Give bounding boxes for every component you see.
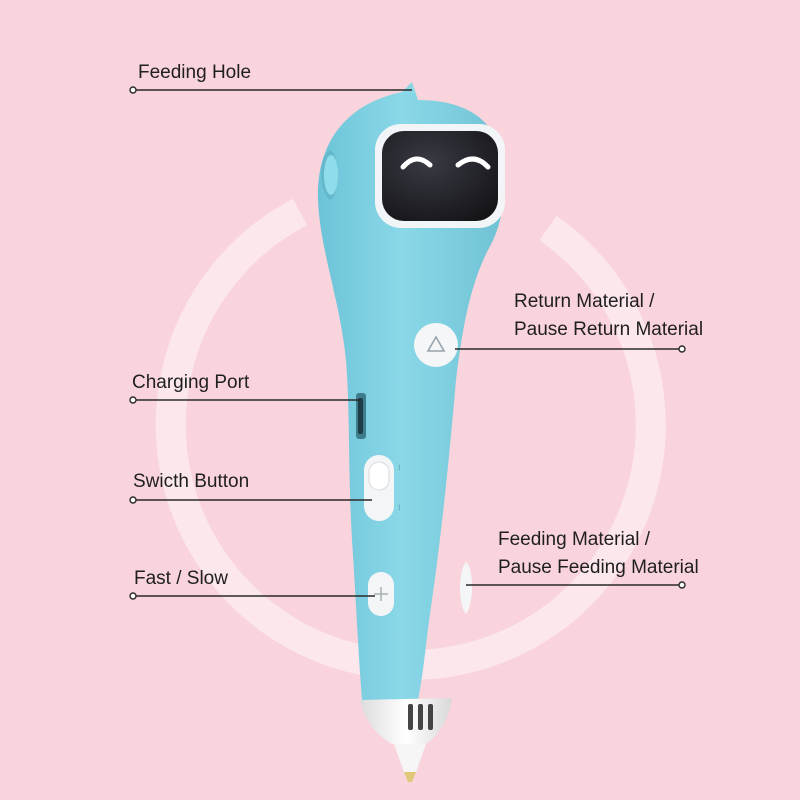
leader-return-material (455, 345, 686, 353)
charging-port-label: Charging Port (132, 372, 250, 393)
leader-switch-button (129, 496, 372, 504)
charging-port (356, 393, 366, 439)
feeding-hole-label: Feeding Hole (138, 62, 252, 83)
fast-slow-label: Fast / Slow (134, 568, 228, 589)
leader-charging-port (129, 396, 360, 404)
return-material-label-line1: Return Material / (514, 291, 655, 312)
pen-tip (360, 698, 452, 782)
fast-slow-button (368, 572, 394, 616)
return-material-button (414, 323, 458, 367)
feeding-material-label-line1: Feeding Material / (498, 529, 651, 550)
feeding-material-label-line2: Pause Feeding Material (498, 557, 699, 578)
svg-text:⁞: ⁞ (398, 463, 401, 472)
leader-feeding-material (466, 581, 686, 589)
pen-body (317, 82, 505, 700)
leader-fast-slow (129, 592, 375, 600)
return-material-label-line2: Pause Return Material (514, 319, 704, 340)
leader-feeding-hole (129, 86, 412, 94)
feeding-material-button (460, 562, 472, 614)
switch-button: ⁞ ⁞ (364, 455, 401, 521)
switch-button-label: Swicth Button (133, 471, 250, 492)
face-screen (375, 124, 505, 228)
svg-text:⁞: ⁞ (398, 503, 401, 512)
